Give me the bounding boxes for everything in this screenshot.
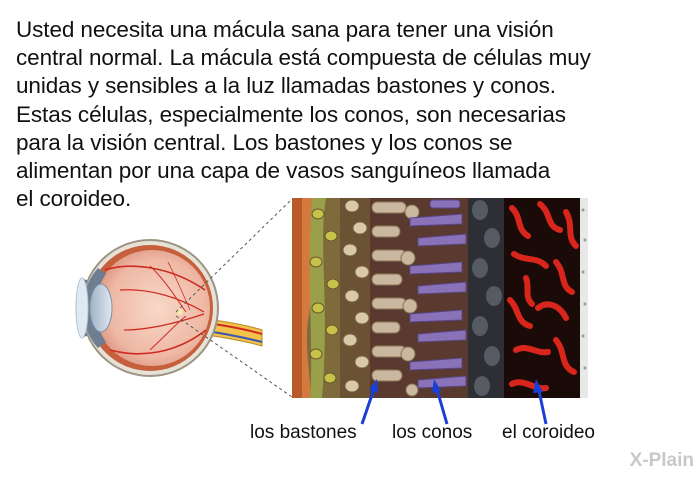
intro-line: Estas células, especialmente los conos, …	[16, 101, 566, 127]
eye-illustration	[75, 239, 263, 377]
choroid-layer	[504, 198, 580, 398]
cone-cells	[409, 199, 467, 389]
retina-closeup	[292, 198, 588, 398]
pointer-arrows	[360, 379, 548, 425]
zoom-line-upper	[175, 198, 293, 313]
intro-line: alimentan por una capa de vasos sanguíne…	[16, 158, 551, 184]
x-plain-logo: X-Plain	[629, 450, 694, 471]
rods-arrow	[360, 385, 377, 425]
cones-label: los conos	[392, 422, 473, 443]
intro-paragraph: Usted necesita una mácula sana para tene…	[16, 16, 686, 213]
choroid-label: el coroideo	[502, 422, 595, 443]
intro-line: central normal. La mácula está compuesta…	[16, 45, 591, 71]
rods-label: los bastones	[250, 422, 357, 443]
intro-line: el coroideo.	[16, 186, 132, 212]
intro-line: unidas y sensibles a la luz llamadas bas…	[16, 73, 556, 99]
cones-arrow	[434, 385, 449, 425]
rod-cells	[371, 201, 420, 397]
intro-line: Usted necesita una mácula sana para tene…	[16, 17, 554, 42]
intro-line: para la visión central. Los bastones y l…	[16, 129, 513, 155]
